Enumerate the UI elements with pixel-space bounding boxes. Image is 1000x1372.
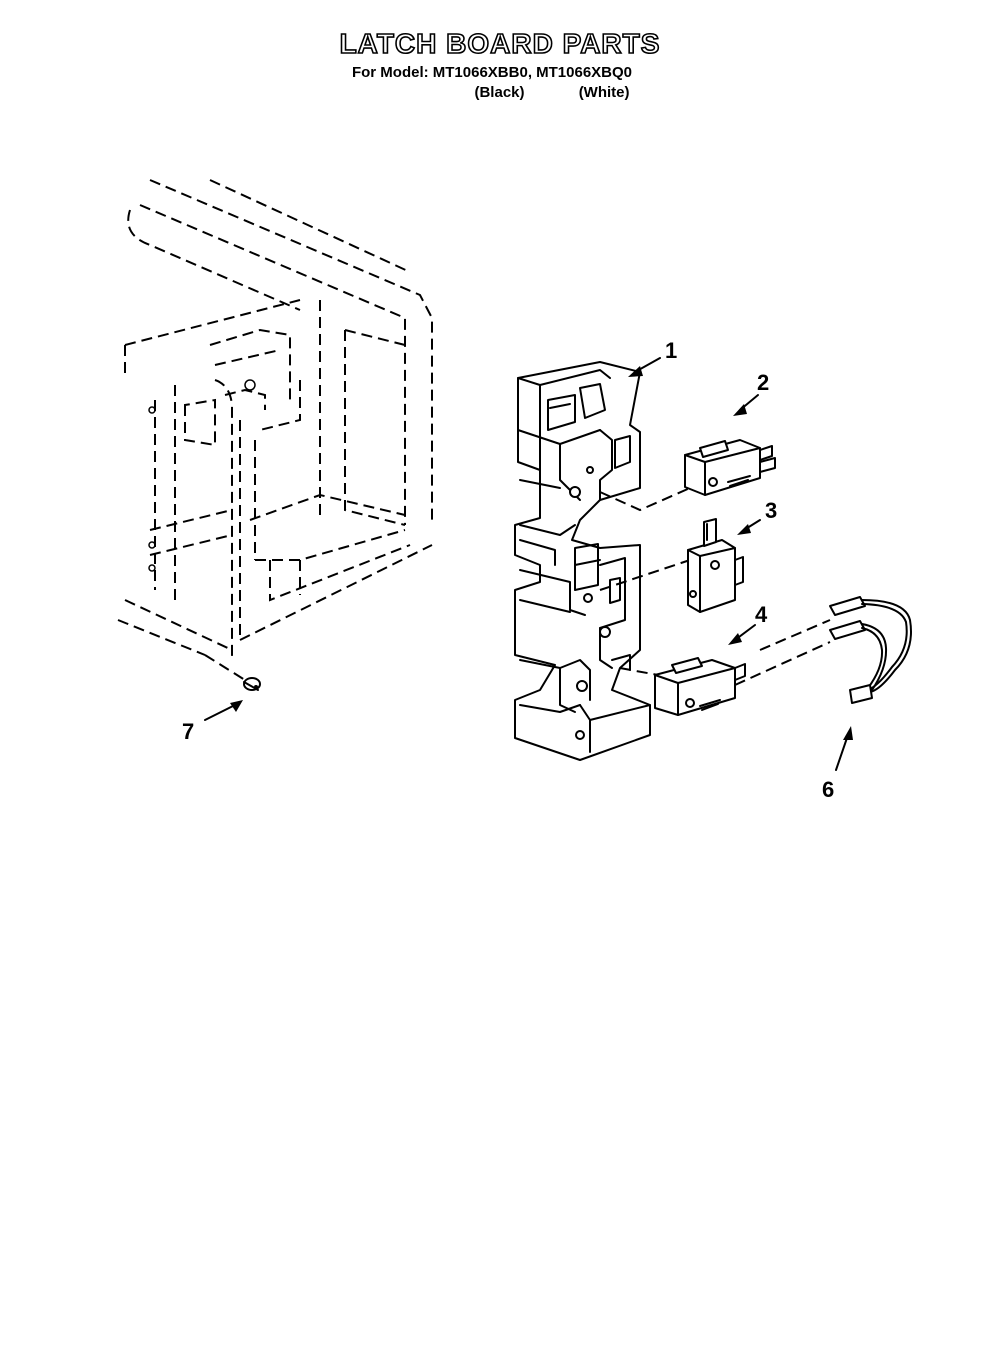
wire-harness-part-6[interactable] [734, 596, 912, 704]
callout-2: 2 [757, 370, 769, 395]
callout-leaders [204, 357, 853, 771]
microwave-cabinet-outline [117, 179, 433, 660]
callout-7: 7 [182, 719, 194, 744]
color-white-label: (White) [578, 84, 630, 101]
callout-4: 4 [755, 602, 768, 627]
color-variants: (Black) (White) [52, 84, 1000, 101]
color-black-label: (Black) [474, 84, 525, 101]
switch-part-4[interactable] [619, 657, 746, 716]
model-line: For Model: MT1066XBB0, MT1066XBQ0 [351, 64, 633, 81]
switch-part-2[interactable] [599, 439, 776, 512]
screw-part-7[interactable] [204, 654, 261, 691]
switch-part-3[interactable] [599, 518, 744, 613]
latch-board-part-1[interactable] [514, 361, 651, 761]
callout-1: 1 [665, 338, 677, 363]
callout-numbers: 1 2 3 4 6 7 [182, 338, 834, 802]
page-title: LATCH BOARD PARTS [339, 27, 661, 60]
callout-3: 3 [765, 498, 777, 523]
callout-6: 6 [822, 777, 834, 802]
